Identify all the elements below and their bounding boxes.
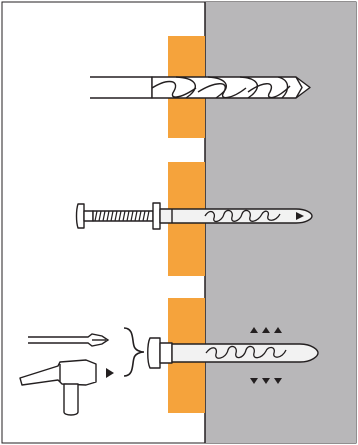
direction-arrow-icon: [106, 368, 114, 378]
brace-icon: [123, 327, 145, 377]
hammer-icon: [19, 359, 97, 416]
direction-arrow-icon: [296, 212, 304, 220]
screwdriver-icon: [28, 333, 110, 347]
screw-anchor-icon: [75, 202, 313, 230]
drill-bit-icon: [90, 76, 311, 99]
expanded-anchor-icon: [147, 337, 319, 369]
expansion-arrows-icon: [250, 327, 282, 384]
